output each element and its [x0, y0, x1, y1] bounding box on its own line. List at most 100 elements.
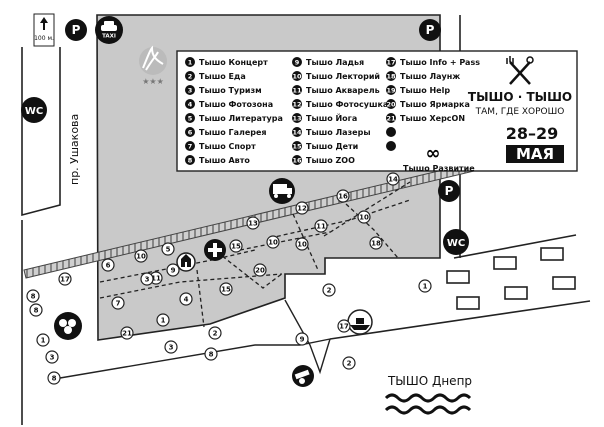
legend-badge — [386, 99, 396, 109]
legend-item: ∞Тышо Развитие — [403, 143, 475, 173]
svg-text:WC: WC — [447, 238, 465, 249]
hotel-logo: ★★★ — [139, 45, 167, 86]
legend-badge — [292, 85, 302, 95]
legend-badge — [292, 155, 302, 165]
brand-logo-icon — [506, 56, 534, 85]
poi-marker: 15 — [229, 239, 243, 253]
legend-label: Тышо Авто — [199, 156, 250, 165]
poi-marker: 10 — [357, 210, 371, 224]
legend-number: 21 — [386, 115, 396, 123]
street-outline — [21, 47, 61, 217]
poi-marker-number: 2 — [327, 287, 332, 295]
legend-number: 17 — [386, 59, 395, 67]
poi-marker-number: 10 — [359, 214, 369, 222]
legend-badge — [292, 99, 302, 109]
poi-marker-number: 11 — [316, 223, 326, 231]
poi-marker: 13 — [246, 216, 260, 230]
poi-marker-circle — [295, 201, 309, 215]
brand-title: ТЫШО · ТЫШО — [468, 90, 572, 104]
poi-marker-number: 6 — [106, 262, 111, 270]
legend-number: 7 — [188, 143, 193, 151]
legend-label: Тышо Галерея — [199, 128, 267, 137]
parking-icon: P — [438, 180, 460, 202]
poi-marker-circle — [164, 340, 178, 354]
poi-marker-number: 15 — [221, 286, 231, 294]
poi-marker: 21 — [120, 326, 134, 340]
poi-marker-circle — [120, 326, 134, 340]
poi-marker-circle — [253, 263, 267, 277]
poi-marker-number: 2 — [213, 330, 218, 338]
legend-number: 2 — [188, 73, 193, 81]
event-month: МАЯ — [516, 145, 554, 163]
poi-marker-circle — [134, 249, 148, 263]
poi-marker-circle — [45, 350, 59, 364]
poi-marker-circle — [219, 282, 233, 296]
poi-marker-number: 8 — [52, 375, 57, 383]
legend-badge — [185, 127, 195, 137]
poi-marker-circle — [295, 332, 309, 346]
boat-icon — [347, 309, 373, 335]
legend-label: Тышо Спорт — [199, 142, 256, 151]
legend-item: 8 Тышо Авто — [185, 155, 250, 165]
poi-marker-number: 16 — [338, 193, 348, 201]
poi-marker-number: 3 — [145, 276, 150, 284]
parking-icon: P — [65, 19, 87, 41]
poi-marker-number: 8 — [209, 351, 214, 359]
legend-label: Тышо Фотосушка — [306, 100, 388, 109]
legend-badge — [386, 71, 396, 81]
poi-marker: 2 — [322, 283, 336, 297]
legend-badge — [185, 99, 195, 109]
poi-marker: 8 — [26, 289, 40, 303]
poi-marker-circle — [140, 272, 154, 286]
poi-marker-number: 11 — [151, 275, 161, 283]
legend-badge — [386, 85, 396, 95]
poi-marker: 20 — [253, 263, 267, 277]
legend-item: 21 Тышо ХерсON — [386, 113, 465, 123]
poi-marker: 8 — [204, 347, 218, 361]
poi-marker-circle — [166, 263, 180, 277]
legend-badge — [185, 57, 195, 67]
poi-marker-number: 1 — [41, 337, 46, 345]
legend-label: Тышо ХерсON — [400, 114, 465, 123]
poi-marker-number: 20 — [255, 267, 265, 275]
poi-marker: 2 — [208, 326, 222, 340]
svg-text:P: P — [445, 184, 454, 198]
poi-marker: 9 — [295, 332, 309, 346]
poi-marker-number: 15 — [231, 243, 241, 251]
legend-label: Тышо Фотозона — [199, 100, 273, 109]
taxi-icon: TAXI — [95, 16, 123, 44]
chapel-icon — [176, 252, 196, 272]
poi-marker-number: 3 — [50, 354, 55, 362]
brand-subtitle: ТАМ, ГДЕ ХОРОШО — [475, 107, 565, 117]
legend-number: 13 — [292, 115, 301, 123]
legend-number: 11 — [292, 87, 302, 95]
poi-marker: 4 — [179, 292, 193, 306]
legend-number: 8 — [188, 157, 193, 165]
poi-marker-number: 18 — [371, 240, 381, 248]
infinity-icon: ∞ — [426, 143, 441, 164]
legend-number: 9 — [295, 59, 300, 67]
parking-icon: P — [419, 19, 441, 41]
poi-marker: 8 — [47, 371, 61, 385]
poi-marker: 12 — [295, 201, 309, 215]
legend-number: 3 — [188, 87, 193, 95]
poi-marker-number: 10 — [297, 241, 307, 249]
legend-badge — [386, 57, 396, 67]
poi-marker: 7 — [111, 296, 125, 310]
legend-badge — [386, 113, 396, 123]
poi-marker-number: 4 — [184, 296, 189, 304]
poi-marker-number: 17 — [339, 323, 349, 331]
poi-marker-circle — [229, 239, 243, 253]
legend-badge — [386, 141, 396, 151]
poi-marker: 11 — [314, 219, 328, 233]
legend-badge — [292, 141, 302, 151]
poi-marker-number: 7 — [116, 300, 121, 308]
